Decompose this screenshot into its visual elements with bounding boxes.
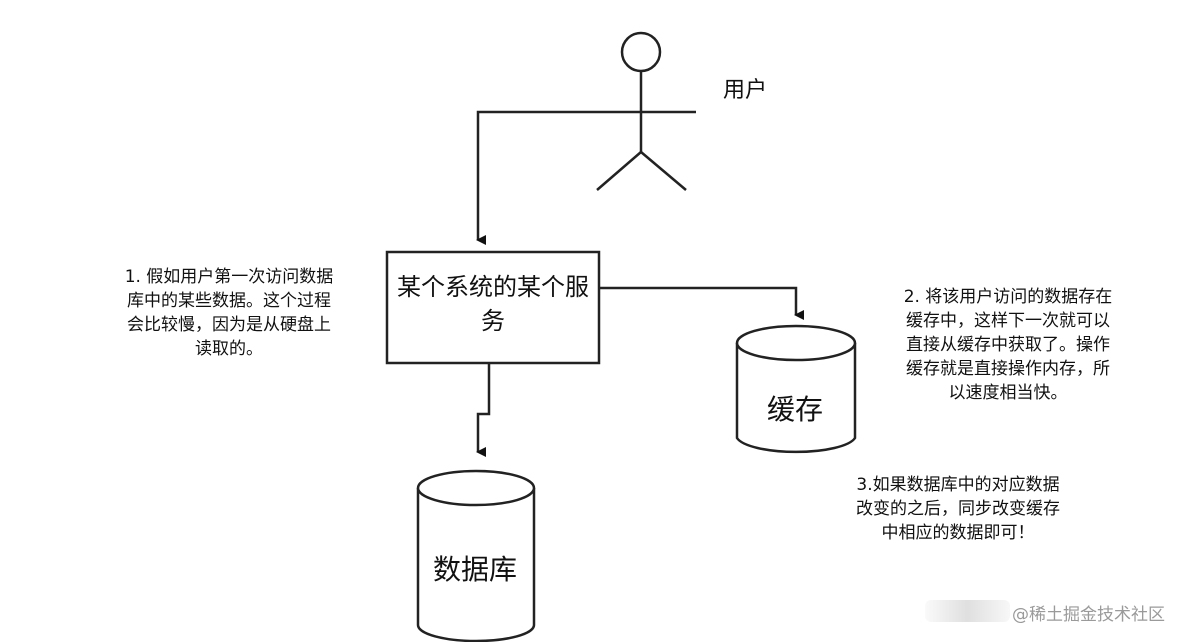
blurred-logo: [925, 600, 1010, 622]
note-first-access: 1. 假如用户第一次访问数据 库中的某些数据。这个过程 会比较慢，因为是从硬盘上…: [94, 265, 364, 361]
service-to-database-arrow: [476, 363, 491, 457]
user-actor-icon: [588, 31, 696, 191]
user-to-service-arrow: [476, 110, 588, 245]
note-line: 中相应的数据即可！: [881, 523, 1035, 543]
service-to-cache-arrow: [599, 286, 804, 320]
note-sync-cache: 3.如果数据库中的对应数据 改变的之后，同步改变缓存 中相应的数据即可！: [808, 473, 1108, 545]
note-line: 3.如果数据库中的对应数据: [856, 475, 1060, 495]
database-cylinder-icon: [416, 469, 536, 642]
note-line: 读取的。: [195, 339, 263, 359]
note-line: 库中的某些数据。这个过程: [127, 291, 331, 311]
note-line: 1. 假如用户第一次访问数据: [124, 267, 334, 287]
note-line: 缓存中，这样下一次就可以: [906, 311, 1110, 331]
note-line: 以速度相当快。: [948, 383, 1068, 403]
note-line: 2. 将该用户访问的数据存在: [903, 287, 1113, 307]
note-line: 会比较慢，因为是从硬盘上: [127, 315, 331, 335]
watermark: @稀土掘金技术社区: [1012, 605, 1165, 625]
user-label: 用户: [723, 78, 768, 103]
cache-label: 缓存: [766, 393, 823, 426]
note-store-in-cache: 2. 将该用户访问的数据存在 缓存中，这样下一次就可以 直接从缓存中获取了。操作…: [858, 285, 1158, 405]
note-line: 直接从缓存中获取了。操作: [906, 335, 1110, 355]
service-box: [385, 250, 601, 365]
database-label: 数据库: [432, 553, 517, 586]
service-label: 某个系统的某个服务: [397, 273, 589, 335]
note-line: 缓存就是直接操作内存，所: [906, 359, 1110, 379]
note-line: 改变的之后，同步改变缓存: [856, 499, 1060, 519]
cache-cylinder-icon: [735, 324, 857, 454]
